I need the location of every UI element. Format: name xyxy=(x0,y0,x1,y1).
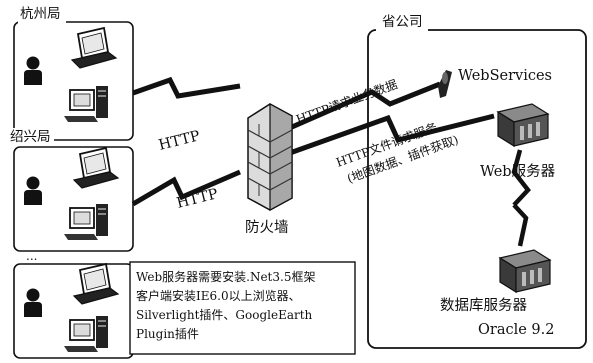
branch-other: ... xyxy=(14,249,133,358)
desktop-pc-icon xyxy=(64,204,108,240)
firewall-label: 防火墙 xyxy=(245,219,289,236)
web-services-icon xyxy=(438,70,452,98)
db-server-label-line1: 数据库服务器 xyxy=(440,297,527,314)
desktop-pc-icon xyxy=(64,86,108,122)
firewall: 防火墙 xyxy=(245,104,292,236)
web-server-label: Web服务器 xyxy=(480,163,556,180)
desktop-pc-icon xyxy=(64,316,108,352)
lightning-icon xyxy=(133,80,240,96)
server-icon xyxy=(498,104,548,146)
db-server-label-line2: Oracle 9.2 xyxy=(478,322,554,338)
database-server-icon xyxy=(500,250,550,292)
note-line: Plugin插件 xyxy=(136,327,199,341)
firewall-icon xyxy=(248,104,292,210)
branch-hangzhou: 杭州局 xyxy=(14,4,133,140)
note-line: Silverlight插件、GoogleEarth xyxy=(136,308,313,322)
lightning-icon xyxy=(514,205,526,246)
branch-name: 杭州局 xyxy=(20,6,61,22)
database-server: 数据库服务器 Oracle 9.2 xyxy=(440,250,554,338)
requirements-note: Web服务器需要安装.Net3.5框架 客户端安装IE6.0以上浏览器、 Sil… xyxy=(130,262,355,354)
note-line: 客户端安装IE6.0以上浏览器、 xyxy=(136,288,301,303)
link-label-http-2: HTTP xyxy=(175,186,220,212)
web-services-label: WebServices xyxy=(458,68,552,84)
web-services: WebServices xyxy=(438,68,552,98)
note-line: Web服务器需要安装.Net3.5框架 xyxy=(136,269,315,284)
branch-name: 绍兴局 xyxy=(10,129,51,145)
branch-shaoxing: 绍兴局 xyxy=(8,128,133,251)
link-label-http-1: HTTP xyxy=(157,128,202,154)
branch-ellipsis: ... xyxy=(26,249,37,263)
province-name: 省公司 xyxy=(382,14,423,30)
